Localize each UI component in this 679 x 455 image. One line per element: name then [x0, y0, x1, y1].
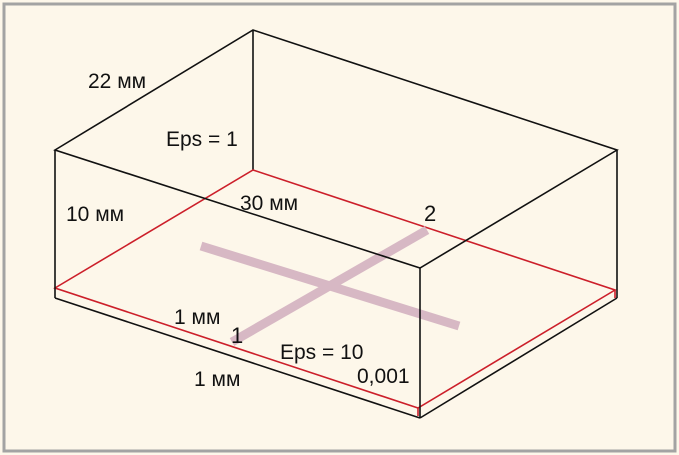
box-edges: [53, 29, 619, 419]
port-2-label: 2: [424, 201, 436, 226]
substrate-eps-label: Eps = 10: [280, 341, 363, 364]
length-label: 22 мм: [88, 70, 146, 93]
strip-width-label: 1 мм: [174, 306, 220, 329]
strip-line-cross: [199, 241, 461, 331]
height-label: 10 мм: [66, 203, 124, 226]
microstrip-lines: [199, 226, 461, 346]
substrate-side-edges: [417, 290, 616, 416]
port-1-label: 1: [231, 323, 243, 348]
width-label: 30 мм: [240, 192, 298, 215]
loss-tangent-label: 0,001: [357, 365, 410, 388]
upper-eps-label: Eps = 1: [166, 128, 238, 151]
substrate-thickness-label: 1 мм: [194, 368, 240, 391]
